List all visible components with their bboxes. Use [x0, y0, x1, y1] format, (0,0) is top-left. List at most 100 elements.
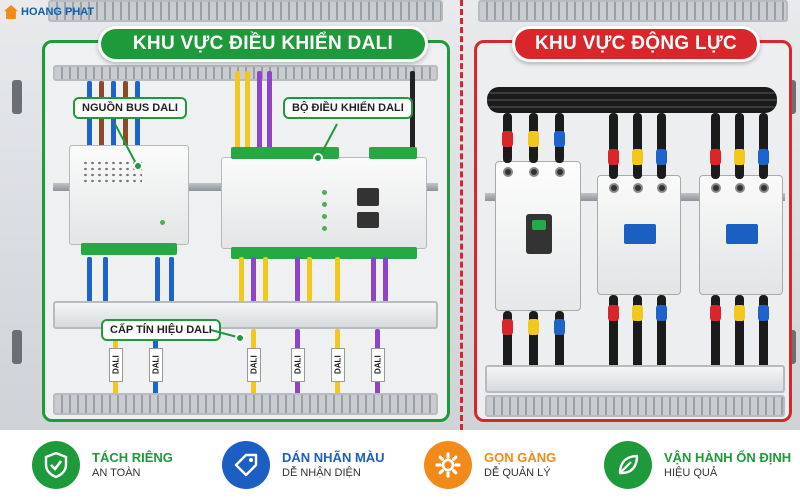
phase-sleeve-red — [710, 149, 721, 165]
wire-yellow — [335, 257, 340, 302]
feature-subtitle: DỄ QUẢN LÝ — [484, 466, 551, 479]
dali-wire-tag: DALI — [371, 348, 385, 382]
door-hinge — [12, 330, 22, 364]
dali-controller — [221, 157, 427, 249]
contactor-indicator — [624, 224, 656, 244]
phase-sleeve-yellow — [632, 149, 643, 165]
phase-sleeve-blue — [758, 305, 769, 321]
power-cable — [609, 113, 618, 179]
bottom-cable-duct — [53, 393, 438, 415]
dali-wire-tag: DALI — [109, 348, 123, 382]
panel-photo: DALI DALI DALI DALI DALI DALI NGUỒN BUS … — [0, 0, 800, 430]
wire-blue — [103, 257, 108, 302]
wire-purple — [371, 257, 376, 302]
wire-blue — [155, 257, 160, 302]
power-cable-bundle — [487, 87, 777, 113]
power-cable — [633, 113, 642, 179]
wire-brown — [123, 81, 128, 181]
feature-bar: TÁCH RIÊNG AN TOÀN DÁN NHÃN MÀU DỄ NHẬN … — [0, 430, 800, 500]
wire-yellow — [307, 257, 312, 302]
wire-blue — [111, 81, 116, 181]
wire-yellow — [245, 71, 250, 151]
ethernet-port — [357, 212, 379, 228]
callout-signal-cable: CẤP TÍN HIỆU DALI — [101, 319, 221, 341]
status-led — [322, 190, 327, 195]
dali-wire-tag: DALI — [331, 348, 345, 382]
terminal-screw — [735, 183, 745, 193]
phase-sleeve-yellow — [528, 131, 539, 147]
wire-blue — [169, 257, 174, 302]
control-zone-title: KHU VỰC ĐIỀU KHIỂN DALI — [98, 26, 428, 62]
terminal-screw — [529, 167, 539, 177]
phase-sleeve-blue — [656, 305, 667, 321]
terminal-block — [231, 147, 339, 159]
phase-sleeve-blue — [554, 319, 565, 335]
feature-title: TÁCH RIÊNG — [92, 449, 173, 465]
terminal-block — [231, 247, 417, 259]
wire-brown — [99, 81, 104, 181]
callout-dot — [313, 153, 323, 163]
phase-sleeve-red — [710, 305, 721, 321]
feature-title: GỌN GÀNG — [484, 449, 557, 465]
phase-sleeve-blue — [554, 131, 565, 147]
feature-title: VẬN HÀNH ỔN ĐỊNH — [664, 449, 792, 465]
power-cable — [503, 311, 512, 371]
wire-purple — [295, 257, 300, 302]
phase-sleeve-red — [502, 319, 513, 335]
brand-logo: HOANG PHAT — [4, 3, 94, 21]
wire-blue — [135, 81, 140, 181]
phase-sleeve-yellow — [632, 305, 643, 321]
phase-sleeve-red — [502, 131, 513, 147]
feature-separate: TÁCH RIÊNG AN TOÀN — [32, 430, 173, 500]
power-cable — [529, 311, 538, 371]
status-led — [322, 226, 327, 231]
terminal-screw — [555, 167, 565, 177]
top-cable-duct-right — [478, 0, 788, 22]
feature-subtitle: AN TOÀN — [92, 466, 141, 479]
wire-purple — [383, 257, 388, 302]
terminal-screw — [609, 183, 619, 193]
dali-wire-tag: DALI — [291, 348, 305, 382]
feature-color-label: DÁN NHÃN MÀU DỄ NHẬN DIỆN — [222, 430, 385, 500]
callout-bus-power: NGUỒN BUS DALI — [73, 97, 187, 119]
feature-subtitle: HIỆU QUẢ — [664, 466, 718, 479]
power-cable — [711, 295, 720, 371]
power-cable — [657, 113, 666, 179]
feature-title: DÁN NHÃN MÀU — [282, 449, 385, 465]
power-cable — [735, 113, 744, 179]
phase-sleeve-blue — [758, 149, 769, 165]
wire-yellow — [263, 257, 268, 302]
brand-logo-text: HOANG PHAT — [21, 6, 95, 18]
door-hinge — [12, 80, 22, 114]
bottom-cable-duct — [485, 365, 785, 393]
phase-sleeve-yellow — [528, 319, 539, 335]
power-cable — [735, 295, 744, 371]
phase-sleeve-blue — [656, 149, 667, 165]
status-led — [322, 214, 327, 219]
power-zone — [474, 40, 792, 422]
terminal-block — [369, 147, 417, 159]
power-cable — [759, 113, 768, 179]
callout-dot — [235, 333, 245, 343]
power-cable — [609, 295, 618, 371]
house-icon — [4, 5, 18, 19]
dali-control-zone: DALI DALI DALI DALI DALI DALI NGUỒN BUS … — [42, 40, 450, 422]
contactor-1 — [597, 175, 681, 295]
callout-controller: BỘ ĐIỀU KHIỂN DALI — [283, 97, 413, 119]
gear-icon — [424, 441, 472, 489]
power-cable — [555, 311, 564, 371]
breaker-handle — [526, 214, 552, 254]
tag-icon — [222, 441, 270, 489]
power-led — [160, 220, 165, 225]
contactor-2 — [699, 175, 783, 295]
phase-sleeve-red — [608, 149, 619, 165]
callout-dot — [133, 161, 143, 171]
terminal-screw — [657, 183, 667, 193]
terminal-screw — [633, 183, 643, 193]
dali-wire-tag: DALI — [247, 348, 261, 382]
terminal-screw — [711, 183, 721, 193]
ethernet-port — [357, 188, 379, 206]
top-cable-duct-left — [48, 0, 443, 22]
phase-sleeve-red — [608, 305, 619, 321]
dali-bus-power-supply — [69, 145, 189, 245]
